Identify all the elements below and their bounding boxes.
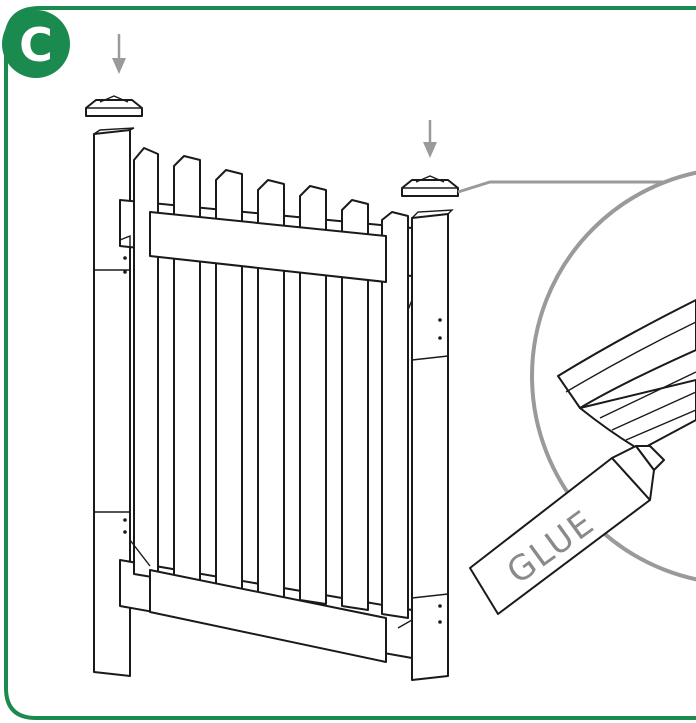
step-frame [4,6,696,720]
callout-leader [457,180,696,194]
gate-drawing [93,127,454,681]
step-badge: C [2,10,70,78]
left-post [93,129,131,677]
step-badge-circle [2,10,70,78]
right-post [411,213,449,681]
pickets [133,147,409,619]
magnifier-callout-icon [530,170,696,582]
step-letter: C [19,18,53,72]
post-cap-icon [401,175,459,197]
down-arrow-icon [423,120,437,158]
down-arrow-icon [112,34,126,74]
post-cap-icon [85,95,143,117]
